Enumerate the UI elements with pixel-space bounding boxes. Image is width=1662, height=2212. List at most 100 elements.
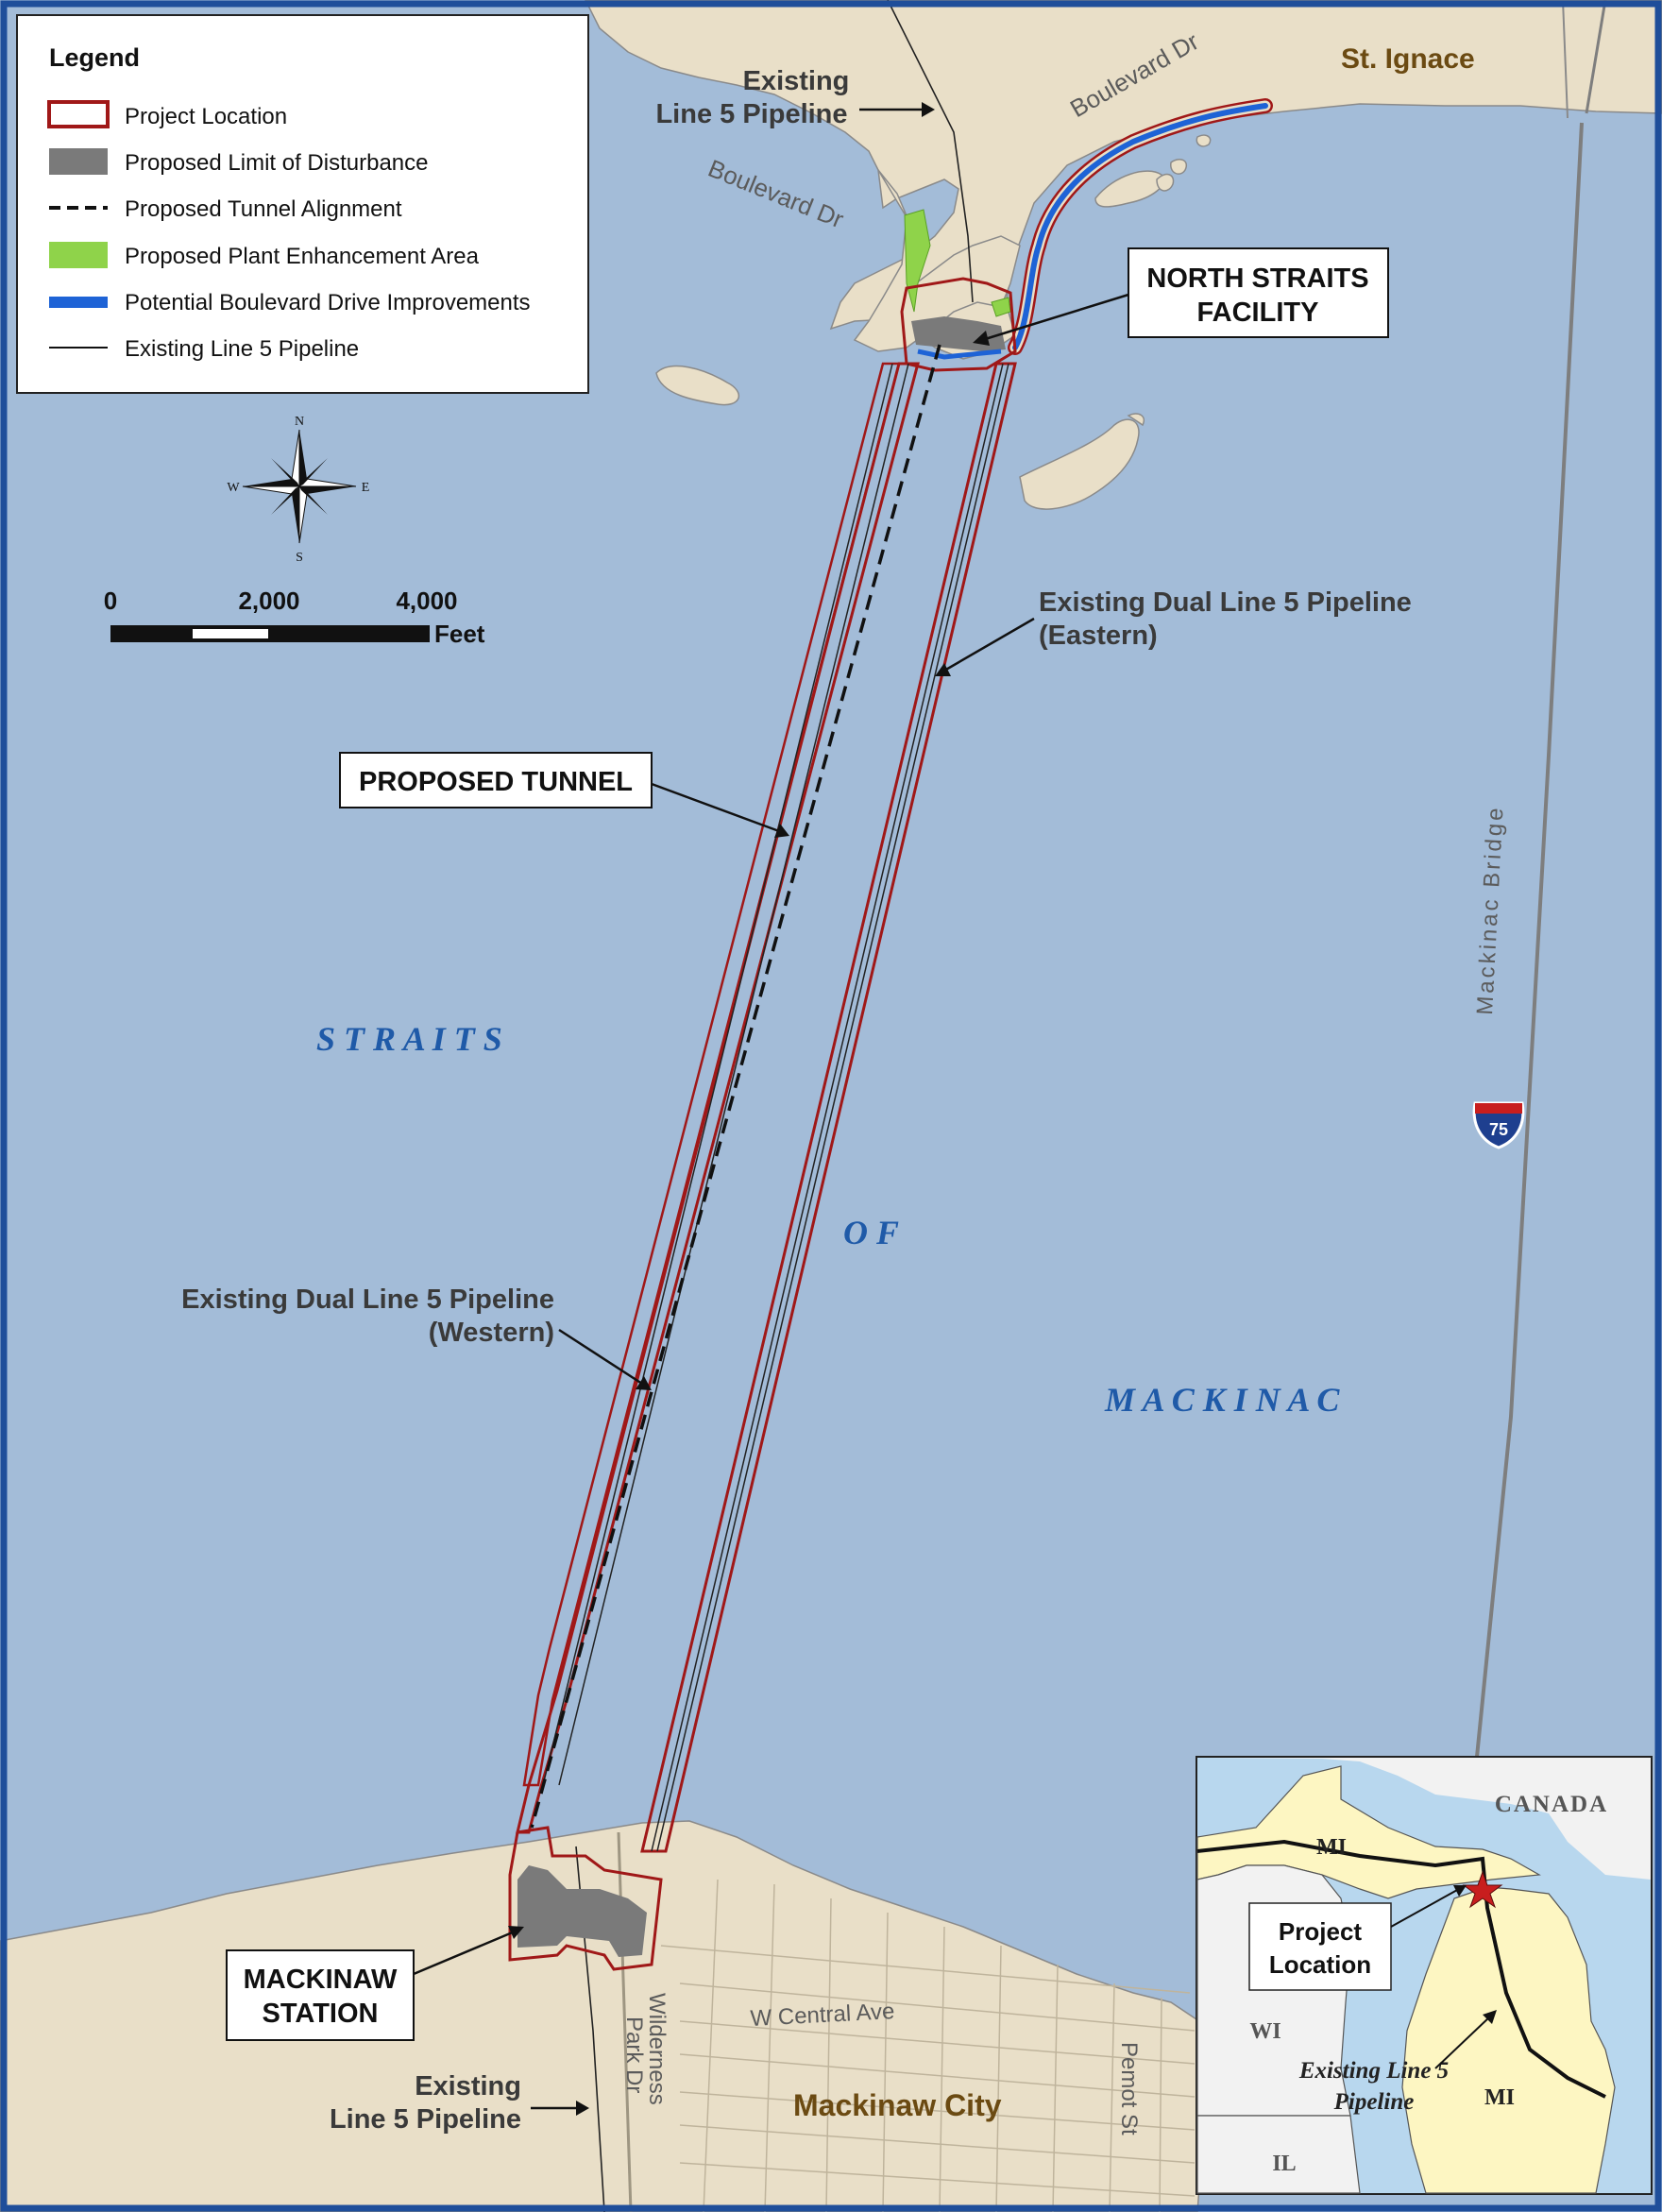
compass-s: S (296, 551, 303, 565)
callout-western-line1: Existing Dual Line 5 Pipeline (181, 1285, 554, 1315)
north-facility-project-outline (900, 277, 1017, 372)
eastern-pipeline-line-a (651, 363, 1004, 1852)
scale-tick-4000: 4,000 (396, 587, 457, 615)
scale-tick-0: 0 (104, 587, 117, 615)
scale-unit: Feet (434, 620, 485, 648)
inset-pipeline-line2: Pipeline (1333, 2089, 1415, 2115)
inset-label-canada: CANADA (1495, 1792, 1608, 1817)
island-6 (1019, 418, 1140, 510)
callout-north-pipeline-line1: Existing (743, 66, 850, 96)
legend-title: Legend (49, 43, 140, 72)
inset-label-wi: WI (1249, 2019, 1280, 2044)
callout-eastern-line1: Existing Dual Line 5 Pipeline (1039, 587, 1412, 618)
callout-north-pipeline-arrowhead (922, 102, 935, 117)
callout-western-arrowhead (636, 1376, 652, 1390)
legend: Legend Project Location Proposed Limit o… (16, 14, 589, 394)
scale-tick-2000: 2,000 (238, 587, 299, 615)
green-fill-box-icon (49, 242, 108, 268)
compass-n: N (295, 415, 304, 429)
callout-mackinaw-station-arrowhead (508, 1926, 524, 1939)
inset-label-il: IL (1272, 2152, 1296, 2176)
callout-south-pipeline-line1: Existing (415, 2071, 521, 2101)
western-pipeline-line-a (542, 363, 893, 1786)
callout-north-straits-line2: FACILITY (1197, 298, 1319, 328)
legend-item-limit-disturbance: Proposed Limit of Disturbance (125, 150, 429, 176)
callout-mackinaw-station-box (226, 1949, 415, 2041)
water-label-straits: S T R A I T S (316, 1020, 502, 1058)
inset-pipeline-arrowhead (1483, 2010, 1497, 2024)
callout-north-straits-box (1128, 247, 1389, 338)
existing-line5-north (887, 0, 974, 303)
western-pipeline-corridor-outline (522, 362, 901, 1787)
legend-item-project-location: Project Location (125, 104, 287, 129)
water-label-mackinac: M A C K I N A C (1104, 1381, 1340, 1419)
interstate-75-shield: 75 (1472, 1101, 1525, 1149)
island-5 (655, 365, 740, 406)
legend-item-boulevard-improvements: Potential Boulevard Drive Improvements (125, 290, 531, 315)
inset-project-location-arrowhead (1453, 1885, 1467, 1897)
inset-pipeline-arrow (1434, 2016, 1491, 2069)
i75-road-north-2 (1562, 0, 1569, 119)
blue-line-icon (49, 297, 108, 308)
mackinaw-station-disturbance (517, 1865, 647, 1957)
callout-south-pipeline-arrowhead (576, 2101, 589, 2116)
inset-project-location-arrow (1390, 1888, 1460, 1928)
inset-illinois (1196, 2115, 1361, 2194)
inset-project-star-icon (1462, 1870, 1503, 1909)
mackinaw-station-project-outline (508, 1826, 663, 1971)
callout-south-pipeline-line2: Line 5 Pipeline (330, 2104, 521, 2135)
legend-item-existing-pipeline: Existing Line 5 Pipeline (125, 336, 359, 362)
place-label-mackinaw-city: Mackinaw City (793, 2088, 1002, 2122)
island-7 (1127, 413, 1145, 427)
callout-western-line2: (Western) (429, 1318, 554, 1348)
compass-w: W (227, 481, 240, 495)
callout-eastern-arrow (943, 617, 1035, 672)
water-label-of: O F (843, 1214, 899, 1251)
callout-mackinaw-station-line2: STATION (263, 1999, 379, 2029)
south-shore-land (0, 1820, 1210, 2212)
island-4 (1196, 134, 1212, 147)
callout-mackinaw-station-arrow (413, 1930, 516, 1976)
red-outline-box-icon (47, 100, 110, 128)
compass-e: E (362, 481, 370, 495)
callout-proposed-tunnel-arrow (651, 782, 780, 833)
inset-project-location-line2: Location (1269, 1950, 1371, 1979)
north-shore-land (585, 0, 1662, 360)
gray-fill-box-icon (49, 148, 108, 175)
western-pipeline-line-b (558, 363, 909, 1786)
interstate-75-number: 75 (1489, 1120, 1508, 1139)
callout-proposed-tunnel-arrowhead (774, 824, 789, 838)
eastern-pipeline-corridor-outline (640, 362, 1017, 1853)
place-label-st-ignace: St. Ignace (1341, 43, 1475, 75)
callout-north-pipeline-line2: Line 5 Pipeline (655, 99, 847, 129)
proposed-tunnel-alignment (530, 344, 941, 1829)
callout-western-arrow (558, 1328, 643, 1386)
inset-label-mi-lower: MI (1484, 2085, 1515, 2110)
mackinac-bridge (1457, 122, 1584, 1937)
inset-label-mi-upper: MI (1316, 1835, 1347, 1860)
plant-enhancement-area-2 (991, 297, 1011, 317)
callout-proposed-tunnel-box (339, 752, 653, 808)
north-arrow-compass: N S W E (227, 415, 369, 565)
road-label-pemot: Pemot St (1116, 2042, 1142, 2135)
inset-project-location-line1: Project (1279, 1917, 1362, 1946)
callout-north-straits-line1: NORTH STRAITS (1146, 264, 1368, 294)
island-2 (1156, 173, 1175, 192)
legend-item-tunnel-alignment: Proposed Tunnel Alignment (125, 196, 402, 222)
inset-locator-map: CANADA MI WI IL MI Project Location Exis… (1196, 1756, 1653, 2195)
eastern-pipeline-line-b (656, 363, 1009, 1852)
mackinaw-street-grid (660, 1879, 1196, 2212)
island-3 (1170, 159, 1187, 175)
scale-bar: 0 2,000 4,000 Feet (104, 587, 485, 648)
inset-lower-peninsula (1401, 1886, 1616, 2194)
legend-box (16, 14, 589, 394)
road-label-wilderness-2: Park Dr (621, 2016, 647, 2093)
boulevard-drive-improvements (1012, 103, 1268, 350)
inset-canada-land (1197, 1758, 1651, 1880)
i75-road-north (1585, 0, 1607, 114)
wilderness-park-dr-road (617, 1831, 633, 2212)
road-label-wilderness-1: Wilderness (644, 1993, 670, 2105)
inset-project-location-box (1248, 1902, 1392, 1991)
